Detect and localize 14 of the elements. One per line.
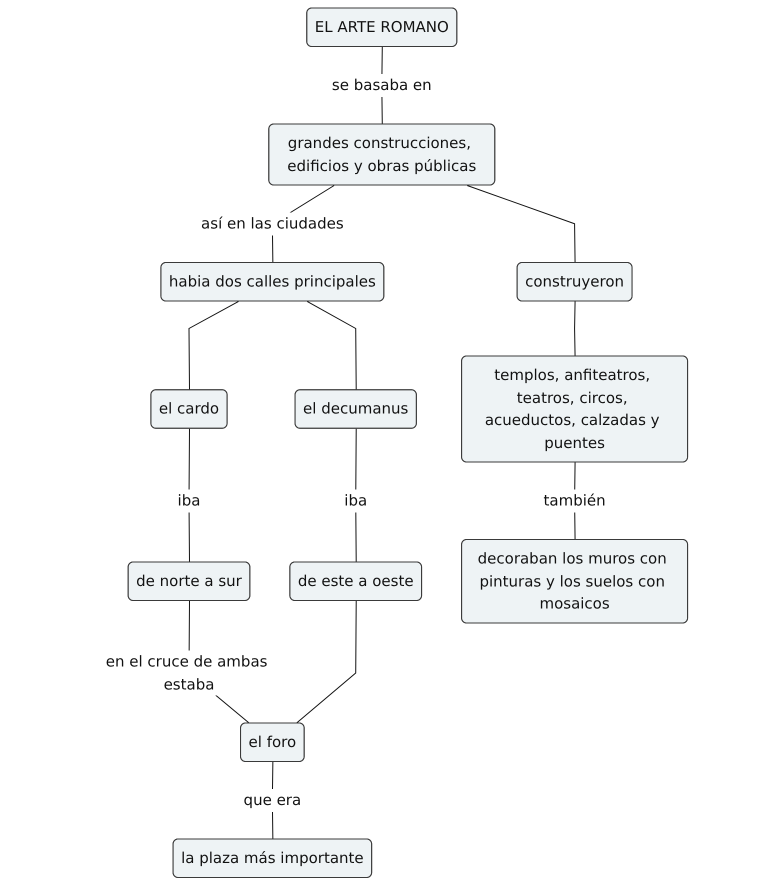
edge-label: se basaba en	[332, 76, 432, 94]
connector	[306, 301, 356, 391]
edge-label: así en las ciudades	[200, 214, 344, 232]
edge-label: iba	[177, 491, 200, 510]
edge-label: que era	[243, 790, 301, 809]
connector	[574, 301, 576, 357]
connector	[188, 301, 239, 391]
connector	[354, 428, 356, 563]
connector	[295, 600, 356, 724]
connector	[466, 185, 576, 264]
edge-label: también	[543, 491, 606, 510]
edge-label: en el cruce de ambas estaba	[105, 652, 268, 693]
connector	[188, 428, 190, 563]
edge-label: iba	[344, 491, 367, 510]
